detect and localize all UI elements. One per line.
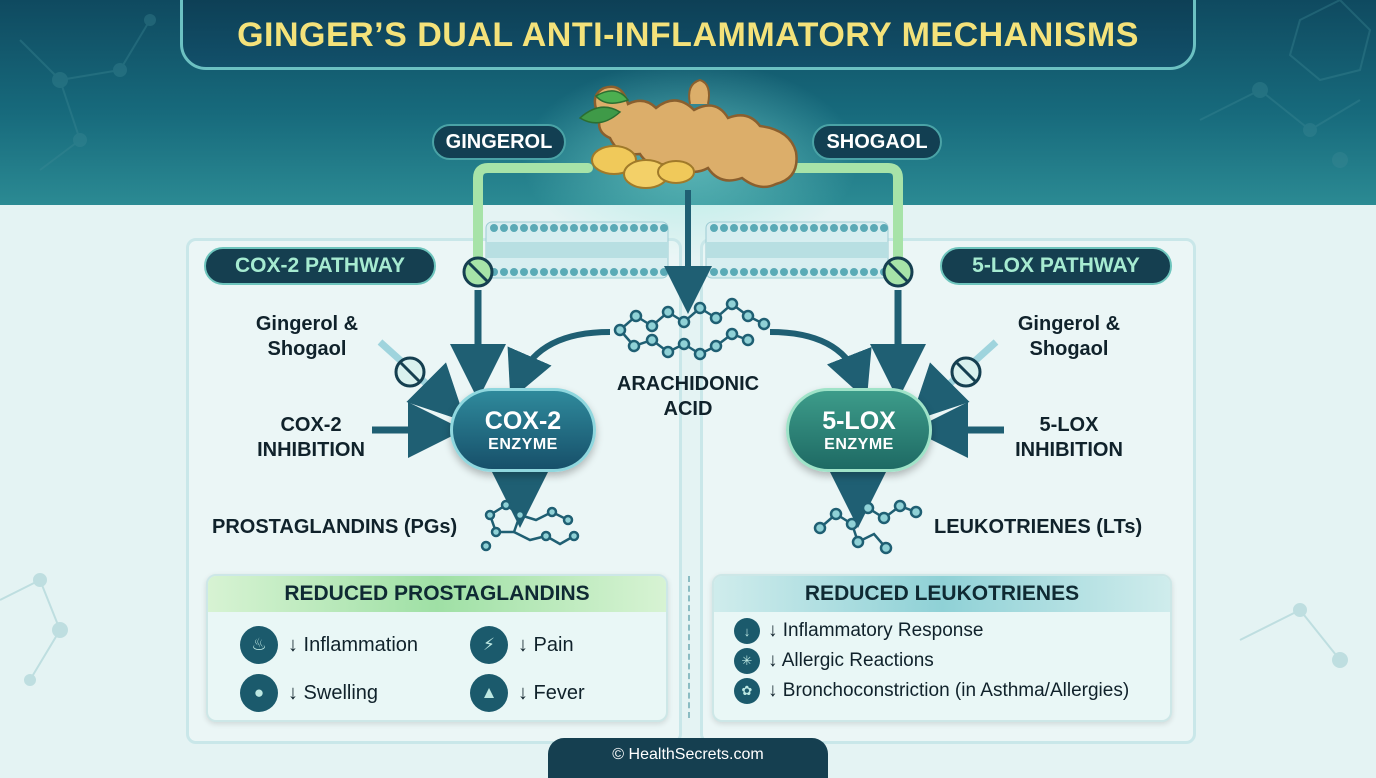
effect-allergic-reactions: ✳ ↓ Allergic Reactions: [734, 648, 934, 674]
effect-inflammation: ♨ ↓ Inflammation: [240, 626, 418, 664]
cox2-pathway-label: COX-2 PATHWAY: [204, 247, 436, 285]
down-arrow-icon: ↓: [734, 618, 760, 644]
flame-icon: ♨: [240, 626, 278, 664]
effect-inflammation-text: ↓ Inflammation: [288, 633, 419, 656]
page-title: GINGER’S DUAL ANTI-INFLAMMATORY MECHANIS…: [237, 15, 1139, 54]
compound-gingerol: GINGEROL: [432, 124, 566, 160]
lungs-icon: ✿: [734, 678, 760, 704]
inhibit-icon-left-top: [462, 256, 494, 288]
ginger-root-icon: [578, 78, 798, 189]
cox2-enzyme-sub: ENZYME: [488, 435, 558, 453]
effect-bronchoconstriction: ✿ ↓ Bronchoconstriction (in Asthma/Aller…: [734, 678, 1129, 704]
lox5-enzyme-sub: ENZYME: [824, 435, 894, 453]
center-divider: [688, 576, 690, 718]
arachidonic-line2: ACID: [663, 398, 713, 420]
leukotrienes-label: LEUKOTRIENES (LTs): [934, 516, 1143, 538]
cell-membrane-right: [705, 221, 889, 279]
effect-fever: ▲ ↓ Fever: [470, 674, 585, 712]
cell-membrane-left: [485, 221, 669, 279]
allergen-icon: ✳: [734, 648, 760, 674]
effect-fever-text: ↓ Fever: [518, 681, 585, 704]
effect-bronchoconstriction-text: ↓ Bronchoconstriction (in Asthma/Allergi…: [768, 680, 1130, 701]
thermometer-icon: ▲: [470, 674, 508, 712]
effect-pain: ⚡ ↓ Pain: [470, 626, 574, 664]
prostaglandins-label: PROSTAGLANDINS (PGs): [212, 516, 458, 538]
left-inhibitor-label: Gingerol & Shogaol: [255, 313, 359, 360]
inhibit-icon-left-side: [394, 356, 426, 388]
cox2-inhibition-label: COX-2 INHIBITION: [257, 414, 365, 461]
cox2-enzyme-name: COX-2: [484, 406, 562, 435]
inhibit-icon-right-side: [950, 356, 982, 388]
arachidonic-acid-molecule: [613, 297, 771, 361]
cox2-enzyme: COX-2 ENZYME: [450, 388, 596, 472]
cox2-effects-panel: REDUCED PROSTAGLANDINS ♨ ↓ Inflammation …: [206, 574, 668, 722]
effect-inflammatory-response-text: ↓ Inflammatory Response: [768, 620, 984, 641]
gingerol-path: [473, 163, 593, 267]
effect-swelling: ● ↓ Swelling: [240, 674, 378, 712]
lox5-effects-title: REDUCED LEUKOTRIENES: [714, 576, 1170, 612]
title-banner: GINGER’S DUAL ANTI-INFLAMMATORY MECHANIS…: [180, 0, 1196, 70]
prostaglandin-molecule: [480, 499, 580, 552]
arachidonic-line1: ARACHIDONIC: [616, 373, 760, 395]
cox2-effects-title: REDUCED PROSTAGLANDINS: [208, 576, 666, 612]
water-drop-icon: ●: [240, 674, 278, 712]
inhibit-icon-right-top: [882, 256, 914, 288]
lox5-inhibition-label: 5-LOX INHIBITION: [1015, 414, 1123, 461]
arachidonic-acid-label: ARACHIDONIC ACID: [598, 372, 778, 422]
footer-credit: © HealthSecrets.com: [548, 738, 828, 778]
right-inhibitor-label: Gingerol & Shogaol: [1017, 313, 1121, 360]
lox5-effects-panel: REDUCED LEUKOTRIENES ↓ ↓ Inflammatory Re…: [712, 574, 1172, 722]
lox5-enzyme: 5-LOX ENZYME: [786, 388, 932, 472]
effect-pain-text: ↓ Pain: [518, 633, 574, 656]
syringe-icon: ⚡: [470, 626, 508, 664]
arrow-arachidonic-lox5: [769, 329, 872, 401]
leukotriene-molecule: [813, 499, 923, 555]
effect-allergic-reactions-text: ↓ Allergic Reactions: [768, 650, 934, 671]
lox5-pathway-label: 5-LOX PATHWAY: [940, 247, 1172, 285]
effect-inflammatory-response: ↓ ↓ Inflammatory Response: [734, 618, 983, 644]
lox5-enzyme-name: 5-LOX: [822, 406, 896, 435]
effect-swelling-text: ↓ Swelling: [288, 681, 379, 704]
shogaol-path: [783, 163, 903, 267]
arrow-arachidonic-cox2: [507, 329, 611, 401]
compound-shogaol: SHOGAOL: [812, 124, 942, 160]
